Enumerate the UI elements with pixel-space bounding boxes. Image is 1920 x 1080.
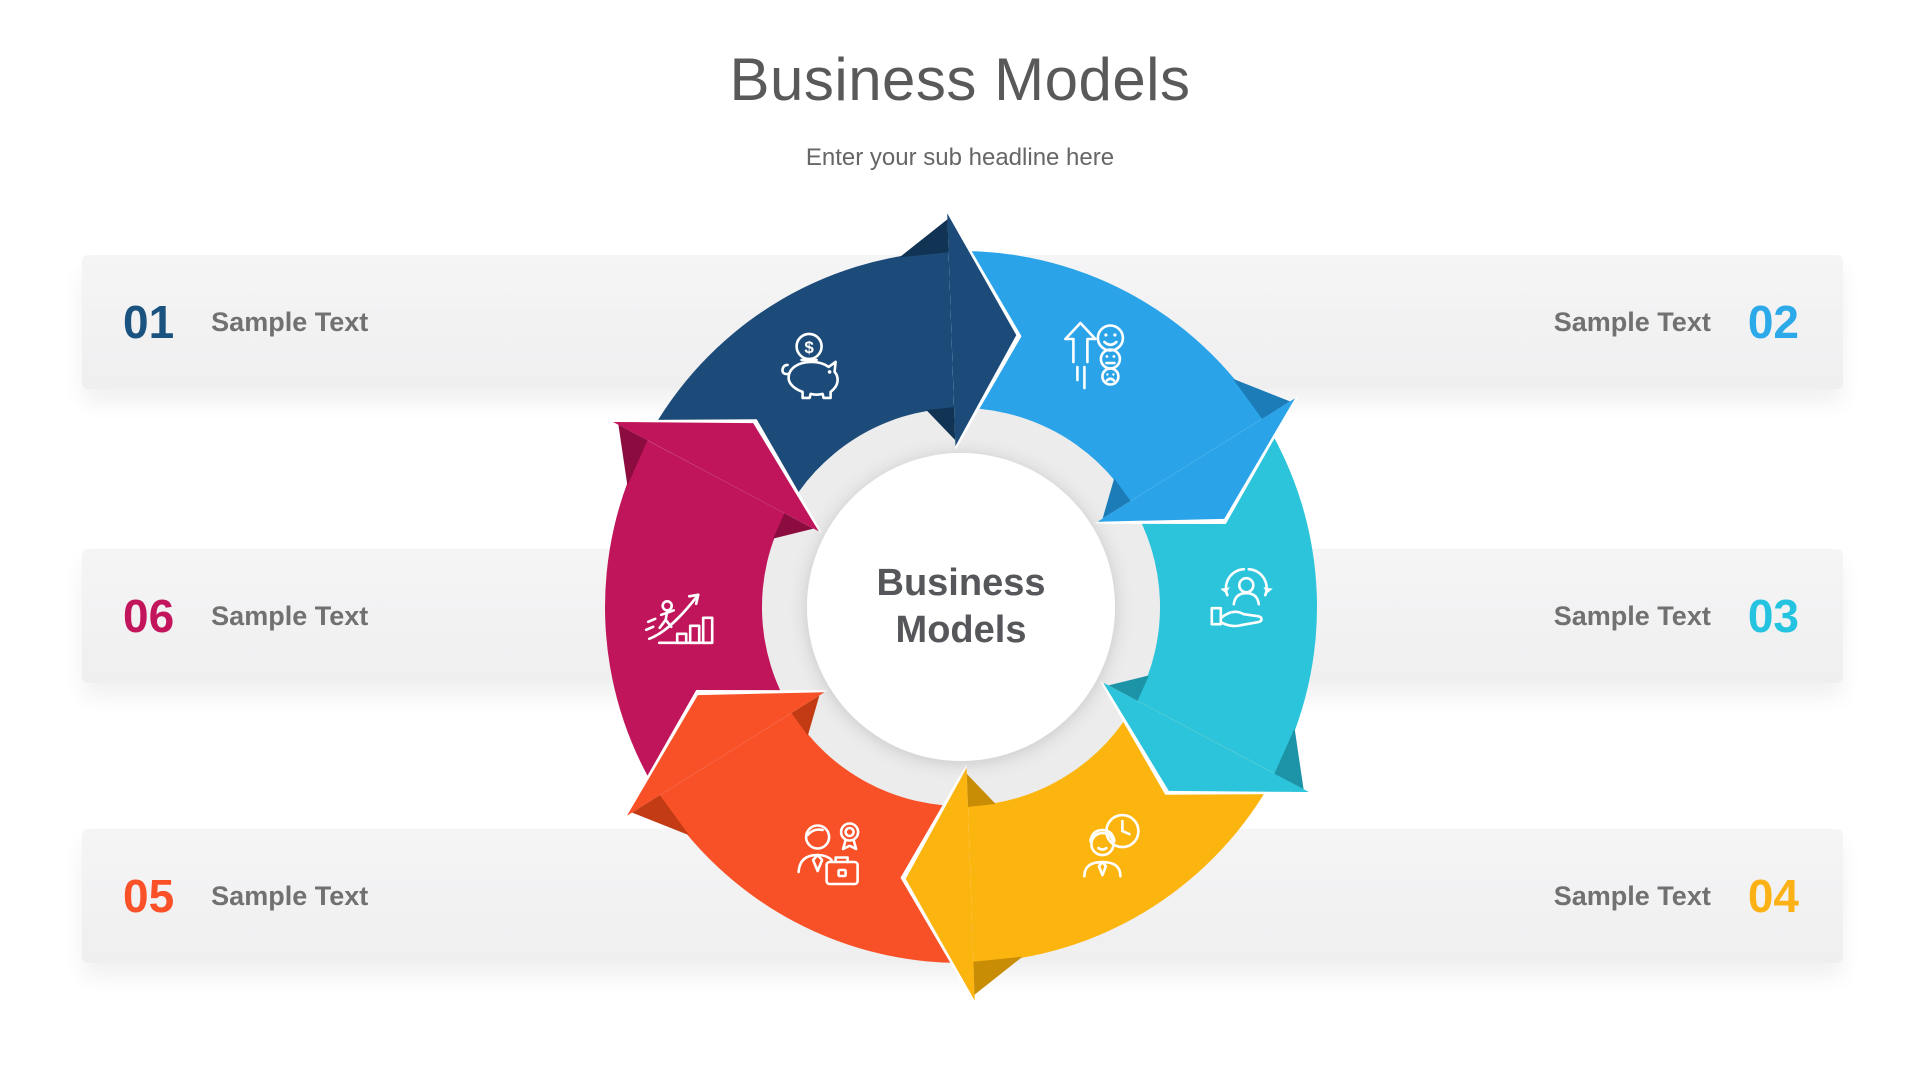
center-label-line2: Models [896, 609, 1027, 651]
arrow-fold-inner [773, 513, 814, 539]
arrow-fold-outer [973, 956, 1023, 995]
item-label: Sample Text [211, 600, 369, 631]
item-number-01: 01 [123, 296, 175, 348]
arrow-fold-inner [791, 695, 820, 736]
arrow-fold-outer [632, 795, 690, 836]
center-circle [807, 453, 1115, 761]
item-05: 05 Sample Text [123, 873, 368, 919]
arrow-fold-outer [899, 219, 949, 258]
segment-arrowhead-2 [1097, 398, 1296, 522]
item-04: Sample Text 04 [1554, 873, 1799, 919]
arrow-fold-outer [1274, 728, 1304, 790]
item-02: Sample Text 02 [1554, 299, 1799, 345]
cycle-segment-2 [948, 250, 1263, 502]
item-03: Sample Text 03 [1554, 593, 1799, 639]
arrow-fold-outer [618, 424, 648, 486]
person-clock-icon [1083, 813, 1140, 878]
item-number-05: 05 [123, 870, 175, 922]
item-number-04: 04 [1747, 870, 1799, 922]
segment-arrowhead-3 [1103, 682, 1309, 792]
item-label: Sample Text [1553, 306, 1711, 337]
svg-text:$: $ [804, 338, 814, 357]
item-label: Sample Text [211, 880, 369, 911]
page-subtitle: Enter your sub headline here [805, 144, 1115, 171]
growth-arrow-icon [644, 593, 714, 645]
item-number-03: 03 [1747, 590, 1799, 642]
item-number-06: 06 [123, 590, 175, 642]
customer-retention-icon [1210, 567, 1273, 628]
piggy-bank-icon: $ [781, 332, 839, 400]
item-label: Sample Text [1553, 600, 1711, 631]
item-label: Sample Text [211, 306, 369, 337]
page-title: Business Models [729, 46, 1191, 113]
satisfaction-smileys-icon [1064, 321, 1125, 390]
arrow-fold-inner [926, 407, 956, 441]
item-06: 06 Sample Text [123, 593, 368, 639]
item-01: 01 Sample Text [123, 299, 368, 345]
arrow-fold-inner [1102, 478, 1131, 519]
arrow-fold-inner [966, 773, 996, 807]
arrow-fold-inner [1108, 675, 1149, 701]
item-number-02: 02 [1747, 296, 1799, 348]
cycle-segment-5 [659, 712, 974, 964]
center-label-line1: Business [877, 562, 1046, 604]
segment-arrowhead-1 [947, 213, 1017, 447]
item-label: Sample Text [1553, 880, 1711, 911]
segment-arrowhead-4 [905, 767, 975, 1001]
segment-arrowhead-6 [613, 422, 819, 532]
segment-arrowhead-5 [626, 692, 825, 816]
person-badge-icon [797, 822, 860, 886]
arrow-fold-outer [1232, 378, 1290, 419]
